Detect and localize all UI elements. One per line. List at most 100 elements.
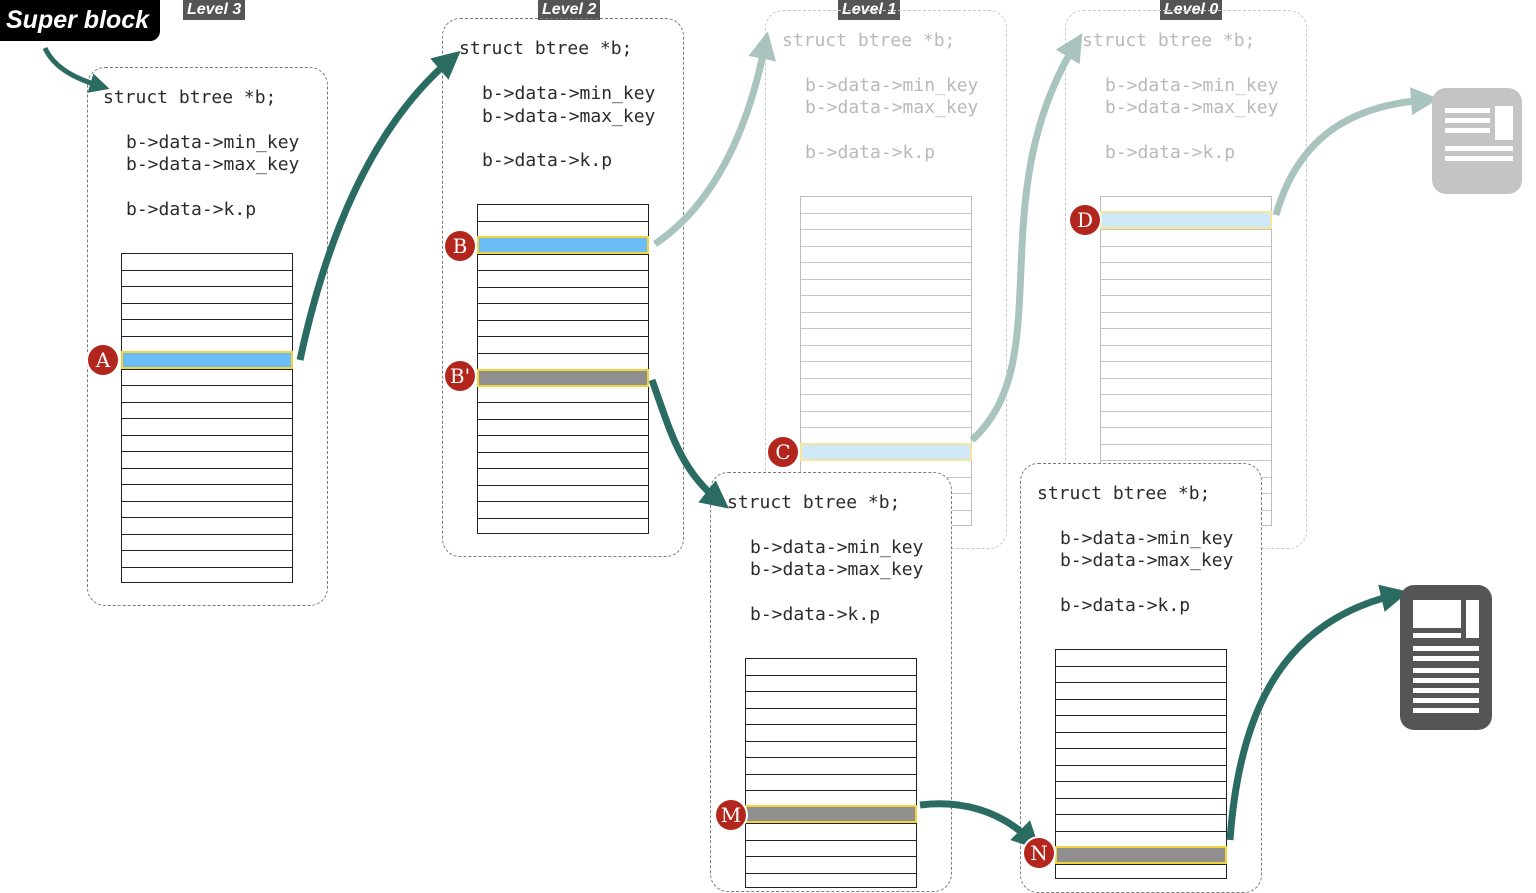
table-row: [122, 467, 292, 469]
table-row: [1101, 344, 1271, 346]
table-row: [122, 517, 292, 518]
table-row: [1101, 394, 1271, 395]
table-row: [801, 262, 971, 263]
max-key: b->data->max_key: [126, 154, 300, 175]
table-row: [478, 418, 648, 420]
table-row: [1056, 781, 1226, 782]
level-2-label: Level 2: [538, 0, 601, 20]
entry-m: [745, 805, 917, 823]
max-key: b->data->max_key: [482, 106, 656, 127]
table-row: [122, 335, 292, 337]
table-row: [1056, 797, 1226, 799]
table-row: [122, 385, 292, 386]
table-row: [801, 295, 971, 296]
struct-decl: struct btree *b;: [1082, 30, 1256, 51]
table-row: [746, 790, 916, 791]
table-row: [801, 245, 971, 247]
table-row: [478, 517, 648, 519]
table-row: [1101, 361, 1271, 362]
table-row: [478, 468, 648, 469]
table-row: [1101, 229, 1271, 230]
level-3-node: [87, 67, 328, 606]
table-row: [1056, 764, 1226, 766]
table-row: [1101, 311, 1271, 313]
table-row: [478, 270, 648, 271]
max-key: b->data->max_key: [1105, 97, 1279, 118]
table-row: [122, 566, 292, 568]
key-pos: b->data->k.p: [1060, 595, 1191, 616]
struct-decl: struct btree *b;: [103, 87, 277, 108]
table-row: [746, 740, 916, 742]
table-row: [1056, 698, 1226, 700]
table-row: [1101, 328, 1271, 329]
marker-b: B: [445, 231, 475, 261]
min-key: b->data->min_key: [1060, 528, 1234, 549]
table-row: [1101, 377, 1271, 379]
table-row: [801, 394, 971, 395]
table-row: [122, 550, 292, 551]
table-row: [801, 427, 971, 428]
table-row: [1056, 682, 1226, 683]
min-key: b->data->min_key: [126, 132, 300, 153]
table-row: [801, 212, 971, 214]
table-row: [801, 328, 971, 329]
table-row: [122, 368, 292, 370]
table-row: [478, 286, 648, 288]
table-row: [122, 401, 292, 403]
table-row: [478, 220, 648, 222]
entry-d: [1100, 211, 1272, 229]
key-pos: b->data->k.p: [126, 199, 257, 220]
struct-decl: struct btree *b;: [1037, 483, 1211, 504]
table-row: [801, 229, 971, 230]
table-row: [1056, 731, 1226, 733]
table-row: [1101, 262, 1271, 263]
table-row: [746, 773, 916, 775]
table-row: [122, 302, 292, 304]
table-row: [801, 311, 971, 313]
arrow-c-to-level0: [969, 33, 1083, 443]
marker-m: M: [716, 800, 746, 830]
table-row: [1056, 715, 1226, 716]
min-key: b->data->min_key: [750, 537, 924, 558]
max-key: b->data->max_key: [805, 97, 979, 118]
level-3-table: [121, 253, 293, 583]
key-pos: b->data->k.p: [750, 604, 881, 625]
level-1-table: [800, 196, 972, 526]
marker-a: A: [88, 345, 118, 375]
table-row: [801, 377, 971, 379]
key-pos: b->data->k.p: [805, 142, 936, 163]
key-pos: b->data->k.p: [1105, 142, 1236, 163]
super-block-label: Super block: [0, 0, 160, 41]
key-pos: b->data->k.p: [482, 150, 613, 171]
table-row: [122, 484, 292, 485]
table-row: [1056, 748, 1226, 749]
table-row: [1101, 427, 1271, 428]
table-row: [746, 856, 916, 857]
table-row: [746, 724, 916, 725]
table-row: [1101, 278, 1271, 280]
marker-c: C: [768, 437, 798, 467]
table-row: [478, 451, 648, 453]
entry-n: [1055, 846, 1227, 864]
arrow-bprime-to-m: [648, 378, 729, 509]
table-row: [801, 278, 971, 280]
table-row: [122, 533, 292, 535]
entry-b-prime: [477, 369, 649, 387]
table-row: [801, 410, 971, 412]
arrow-b-to-level1: [653, 31, 776, 247]
table-row: [1101, 295, 1271, 296]
max-key: b->data->max_key: [1060, 550, 1234, 571]
table-row: [478, 319, 648, 321]
arrow-superblock-to-level3: [42, 46, 110, 93]
marker-n: N: [1024, 838, 1054, 868]
arrow-a-to-level2: [296, 50, 461, 361]
document-icon-faded: [1432, 88, 1522, 194]
table-row: [122, 269, 292, 271]
table-row: [122, 286, 292, 287]
level-1-new-table: [745, 658, 917, 888]
entry-b: [477, 236, 649, 254]
document-icon: [1400, 585, 1492, 730]
table-row: [478, 484, 648, 486]
entry-c: [800, 443, 972, 461]
marker-d: D: [1070, 205, 1100, 235]
